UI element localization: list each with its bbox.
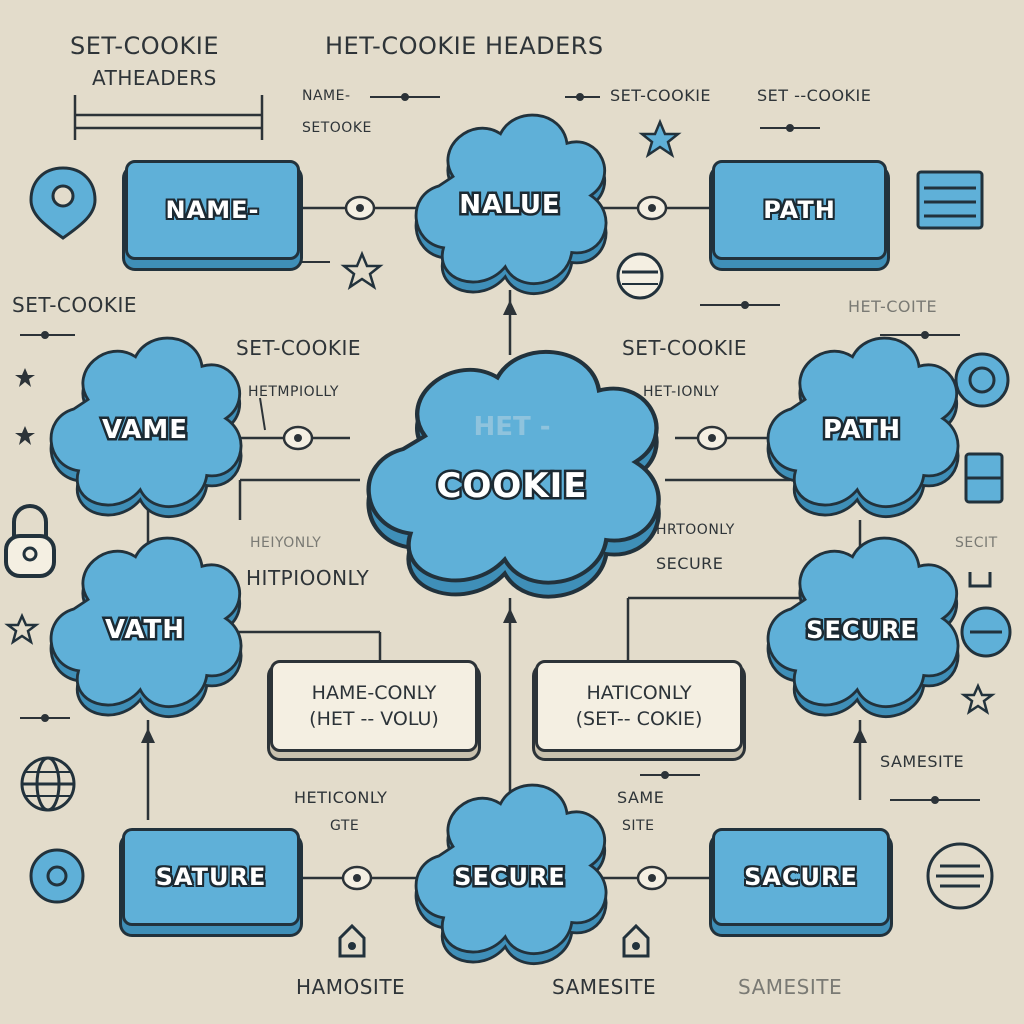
header-title-left: SET-COOKIE [70, 32, 220, 60]
bracket-icon [968, 572, 992, 588]
star-icon [960, 682, 996, 715]
box-bottom-left[interactable]: SATURE [122, 828, 300, 926]
circle-icon [29, 848, 85, 904]
star-icon [340, 250, 384, 290]
label-httponly-left: HITPIOONLY [246, 566, 370, 590]
clock-icon [616, 252, 664, 300]
label-mid-right-set-cookie: SET-COOKIE [622, 336, 748, 360]
star-icon [15, 426, 35, 445]
node-dots [294, 204, 716, 882]
star-icon [638, 118, 682, 158]
info-icon [954, 352, 1010, 408]
label-faded-httponly-left: HEIYONLY [250, 535, 322, 551]
box-top-right[interactable]: PATH [712, 160, 887, 260]
cloud-right-lower[interactable]: SECURE [766, 536, 960, 719]
label-bottom-same: SAME [617, 788, 665, 807]
label-setooke: SETOOKE [302, 120, 372, 136]
settings-icon [960, 606, 1012, 658]
cloud-center-faded-label: HET - [473, 412, 550, 442]
menu-icon [926, 842, 994, 910]
star-icon [15, 368, 35, 387]
lock-icon [4, 504, 56, 578]
label-mid-right-httponly: HET-IONLY [643, 384, 720, 400]
cloud-center[interactable]: HET - COOKIE [369, 352, 659, 597]
note-left-line1: HAME-CONLY [311, 682, 437, 704]
label-name: NAME- [302, 88, 351, 104]
home-icon [338, 923, 366, 958]
label-right-httoonly: HRTOONLY [656, 522, 735, 538]
label-left-set-cookie: SET-COOKIE [12, 293, 138, 317]
cloud-right-upper[interactable]: PATH [766, 336, 960, 519]
label-bottom-gte: GTE [330, 818, 360, 834]
box-top-left-label: NAME- [165, 196, 260, 224]
label-bottom-hetonly: HETICONLY [294, 788, 388, 807]
header-subtitle-left: ATHEADERS [92, 66, 217, 90]
cloud-top[interactable]: NALUE [414, 113, 608, 296]
cloud-right-upper-label: PATH [823, 415, 901, 445]
footer-samesite-2: SAMESITE [738, 975, 843, 999]
cloud-left-lower-label: VATH [105, 615, 185, 645]
label-top-set-cookie-b: SET --COOKIE [757, 86, 872, 105]
box-top-left[interactable]: NAME- [125, 160, 300, 260]
cloud-right-lower-label: SECURE [806, 616, 918, 644]
note-right-line2: (SET-- COKIE) [575, 708, 703, 730]
label-bottom-site: SITE [622, 818, 655, 834]
label-top-set-cookie-a: SET-COOKIE [610, 86, 712, 105]
label-right-het-coite: HET-COITE [848, 297, 938, 316]
label-faded-right-secit: SECIT [955, 535, 998, 551]
cloud-left-upper-label: VAME [102, 415, 188, 445]
box-bottom-left-label: SATURE [155, 863, 267, 891]
box-bottom-right-label: SACURE [744, 863, 858, 891]
label-mid-left-httponly: HETMPIOLLY [248, 384, 339, 400]
note-left[interactable]: HAME-CONLY (HET -- VOLU) [270, 660, 478, 752]
note-right[interactable]: HATICONLY (SET-- COKIE) [535, 660, 743, 752]
label-mid-left-set-cookie: SET-COOKIE [236, 336, 362, 360]
globe-icon [20, 756, 76, 812]
label-right-secure: SECURE [656, 554, 724, 573]
cloud-left-lower[interactable]: VATH [49, 536, 243, 719]
note-right-line1: HATICONLY [586, 682, 692, 704]
footer-hamosite: HAMOSITE [296, 975, 406, 999]
star-icon [4, 612, 40, 645]
cloud-bottom-label: SECURE [454, 863, 566, 891]
header-title-right: HET-COOKIE HEADERS [325, 32, 604, 60]
home-icon [622, 923, 650, 958]
arrowheads [141, 300, 867, 743]
location-pin-icon [29, 166, 97, 240]
cloud-center-label: COOKIE [437, 466, 588, 506]
list-icon [916, 170, 984, 230]
decorative-dashes [20, 93, 980, 804]
cloud-left-upper[interactable]: VAME [49, 336, 243, 519]
footer-samesite-1: SAMESITE [552, 975, 657, 999]
document-icon [964, 452, 1004, 504]
note-left-line2: (HET -- VOLU) [309, 708, 439, 730]
cloud-bottom[interactable]: SECURE [414, 783, 608, 966]
label-samesite-right: SAMESITE [880, 752, 965, 771]
box-top-right-label: PATH [763, 196, 836, 224]
cloud-top-label: NALUE [459, 190, 560, 220]
box-bottom-right[interactable]: SACURE [712, 828, 890, 926]
